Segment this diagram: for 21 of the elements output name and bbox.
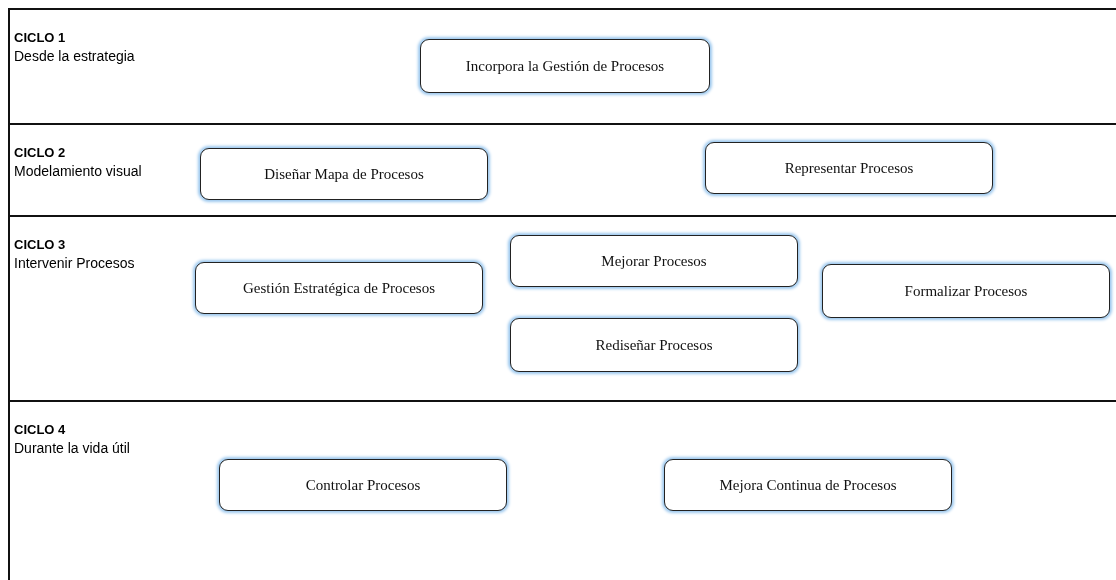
process-box: Incorpora la Gestión de Procesos [420, 39, 710, 93]
cycle-subtitle: Intervenir Procesos [14, 255, 135, 271]
process-box: Gestión Estratégica de Procesos [195, 262, 483, 314]
cycle-heading: CICLO 2 [14, 145, 66, 160]
cycle-heading: CICLO 4 [14, 422, 66, 437]
process-box: Diseñar Mapa de Procesos [200, 148, 488, 200]
process-box: Formalizar Procesos [822, 264, 1110, 318]
process-box: Representar Procesos [705, 142, 993, 194]
lane-band [8, 400, 1116, 580]
cycle-subtitle: Durante la vida útil [14, 440, 130, 456]
process-box: Mejora Continua de Procesos [664, 459, 952, 511]
process-box: Mejorar Procesos [510, 235, 798, 287]
lane-band [8, 123, 1116, 216]
cycle-subtitle: Desde la estrategia [14, 48, 135, 64]
process-box: Rediseñar Procesos [510, 318, 798, 372]
cycle-heading: CICLO 3 [14, 237, 66, 252]
cycle-heading: CICLO 1 [14, 30, 66, 45]
lane-band [8, 8, 1116, 124]
lane-band [8, 215, 1116, 401]
cycle-subtitle: Modelamiento visual [14, 163, 142, 179]
process-box: Controlar Procesos [219, 459, 507, 511]
